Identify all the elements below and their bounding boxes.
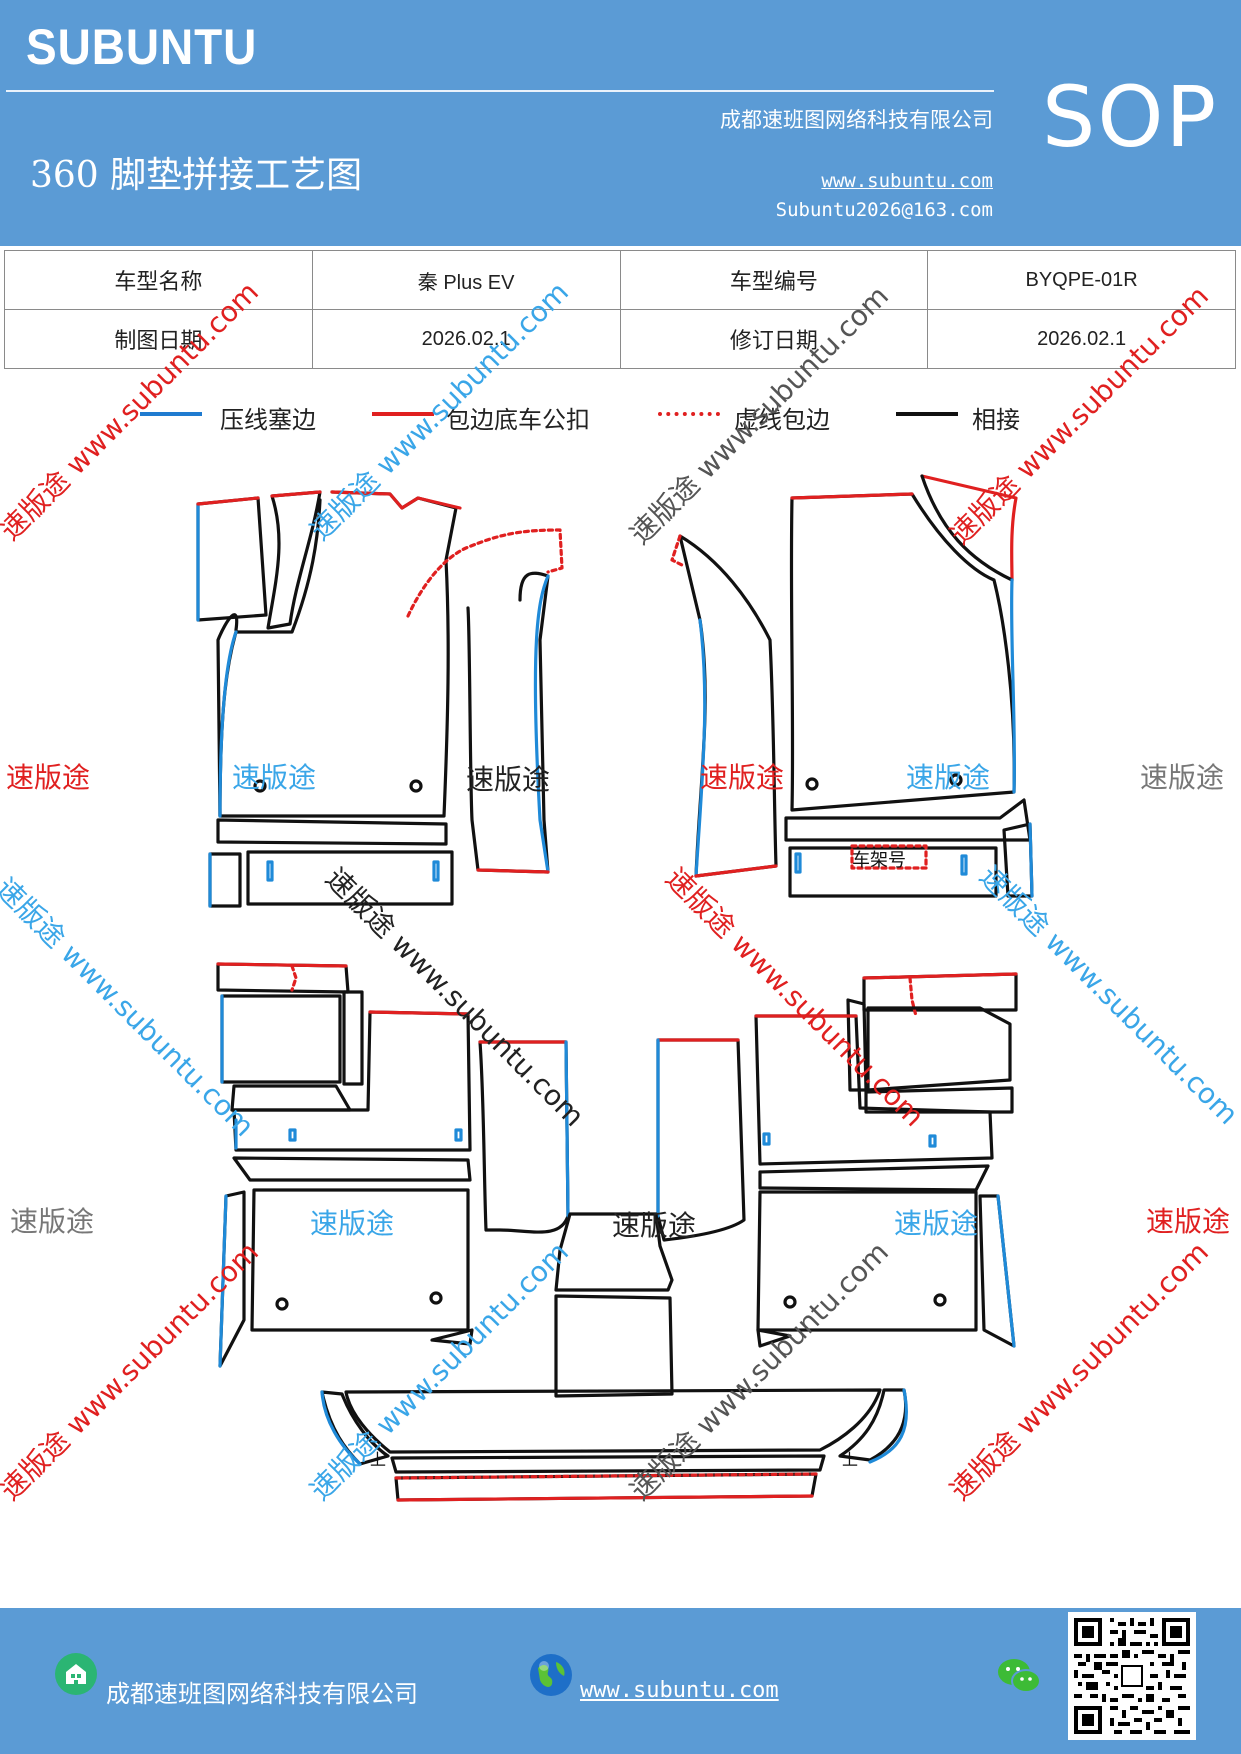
table-cell: 制图日期: [4, 309, 313, 369]
sop-label: SOP: [1042, 68, 1219, 166]
legend-label: 压线塞边: [220, 406, 316, 434]
legend-swatch: [896, 412, 958, 416]
footer-banner: 成都速班图网络科技有限公司 www.subuntu.com: [0, 1608, 1241, 1754]
legend-swatch: [140, 412, 202, 416]
fix-mark-right: 上: [842, 1450, 859, 1469]
qr-code: [1068, 1612, 1196, 1740]
table-cell: 2026.02.1: [927, 309, 1236, 369]
table-cell: 2026.02.1: [311, 309, 621, 369]
vehicle-info-table: 车型名称 秦 Plus EV 车型编号 BYQPE-01R 制图日期 2026.…: [4, 250, 1236, 369]
table-cell: 秦 Plus EV: [311, 250, 621, 310]
watermark-brand: 速版途: [1146, 1205, 1231, 1238]
watermark-brand: 速版途: [906, 761, 991, 794]
table-cell: BYQPE-01R: [927, 250, 1236, 310]
legend-label: 虚线包边: [734, 406, 830, 434]
front-left-mat-group: [196, 490, 564, 908]
wechat-icon: [998, 1659, 1041, 1693]
watermark-brand: 速版途: [310, 1207, 395, 1240]
footer-company: 成都速班图网络科技有限公司: [106, 1680, 418, 1708]
table-row: 制图日期 2026.02.1 修订日期 2026.02.1: [4, 309, 1236, 369]
footer-website-link[interactable]: www.subuntu.com: [580, 1678, 779, 1703]
legend-label: 相接: [972, 406, 1020, 434]
page-title: 360 脚垫拼接工艺图: [30, 155, 363, 196]
legend-swatch: [372, 412, 434, 416]
header-banner: SUBUNTU 成都速班图网络科技有限公司 SOP 360 脚垫拼接工艺图 ww…: [0, 0, 1241, 246]
header-website-link[interactable]: www.subuntu.com: [821, 170, 993, 192]
watermark-brand: 速版途: [10, 1205, 95, 1238]
header-email: Subuntu2026@163.com: [775, 199, 993, 221]
watermark-brand: 速版途: [894, 1207, 979, 1240]
watermark-brand: 速版途: [6, 761, 91, 794]
rear-left-mat-group: [216, 962, 474, 1368]
watermark-brand: 速版途: [466, 763, 551, 796]
trunk-mat-group: [320, 1388, 909, 1502]
watermark-brand: 速版途: [612, 1209, 697, 1242]
header-company: 成都速班图网络科技有限公司: [720, 108, 993, 132]
legend-label: 包边底车公扣: [446, 406, 590, 434]
globe-icon: [530, 1654, 572, 1696]
floor-mat-diagram: [196, 474, 1034, 1502]
watermark-brand: 速版途: [1140, 761, 1225, 794]
header-divider: [6, 90, 994, 92]
legend-swatch: [658, 412, 720, 416]
rear-right-mat-group: [754, 972, 1018, 1348]
table-cell: 车型名称: [4, 250, 313, 310]
building-icon: [55, 1653, 97, 1695]
qr-code-pattern: [1074, 1618, 1190, 1734]
watermark-brand: 速版途: [700, 761, 785, 794]
brand-logo-text: SUBUNTU: [26, 19, 258, 75]
frame-number-label: 车架号: [852, 850, 906, 871]
watermark-brand: 速版途: [232, 761, 317, 794]
table-row: 车型名称 秦 Plus EV 车型编号 BYQPE-01R: [4, 250, 1236, 310]
fix-mark-left: 上: [370, 1450, 387, 1469]
table-cell: 修订日期: [619, 309, 929, 369]
rear-center-mat-group: [478, 1038, 746, 1398]
front-right-mat-group: [670, 474, 1034, 898]
